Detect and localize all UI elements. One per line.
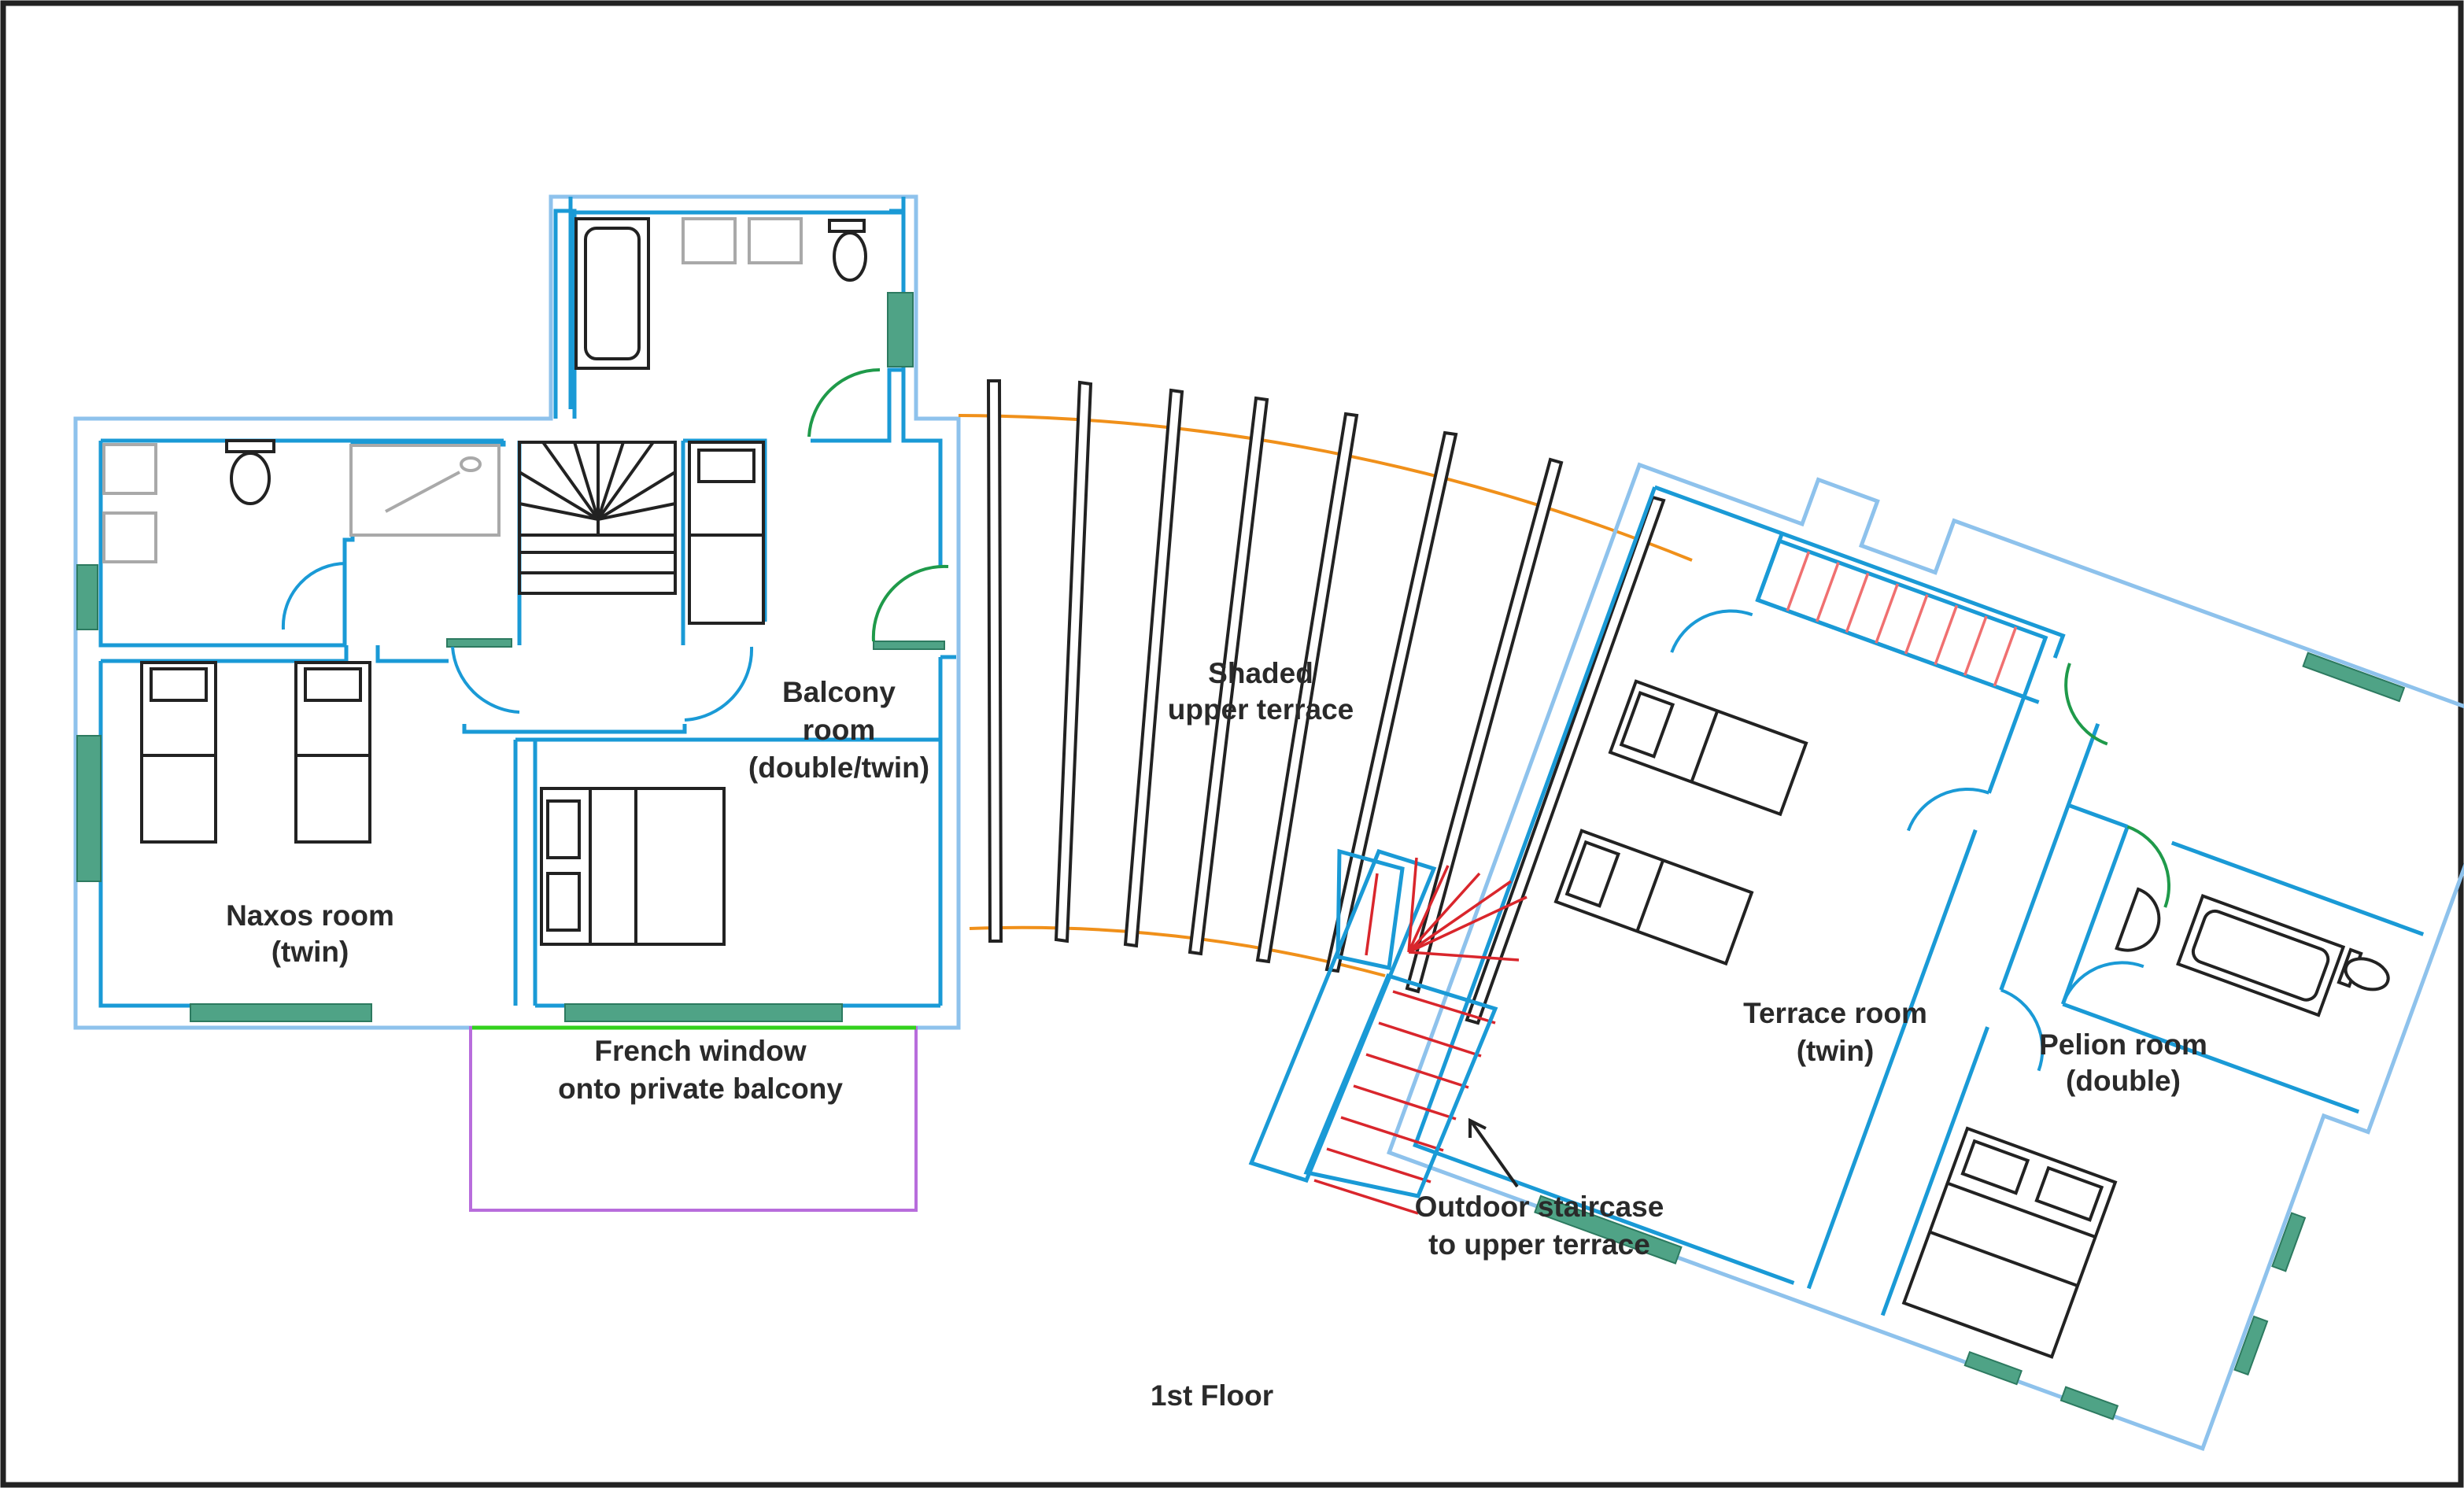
terrace-room-label-1: Terrace room — [1743, 997, 1927, 1029]
balcony-single-bed — [688, 441, 765, 625]
balcony-door-window — [873, 641, 945, 650]
balcony-double-bed — [540, 787, 726, 946]
left-building — [73, 194, 961, 1212]
french-window-label-1: French window — [594, 1035, 807, 1067]
hall-door — [1906, 787, 1990, 832]
top-bath-window — [887, 292, 914, 367]
naxos-bed-2 — [294, 661, 371, 844]
left-bath-sinks — [102, 443, 157, 563]
terrace-top-edge — [958, 414, 1693, 562]
shaded-terrace-label-2: upper terrace — [1168, 693, 1354, 726]
outdoor-staircase — [1248, 848, 1528, 1215]
terrace-room-door — [1670, 609, 1753, 653]
pelion-bath-sink — [2115, 887, 2161, 952]
balcony-room-label-1: Balcony — [782, 676, 896, 708]
pelion-door — [2000, 988, 2045, 1072]
landing-window — [446, 638, 512, 648]
pelion-bath-window — [2302, 652, 2406, 703]
top-bath-tub — [574, 217, 650, 370]
outdoor-staircase-arrow — [1468, 1117, 1519, 1188]
pelion-bath-toilet — [2337, 947, 2390, 991]
pelion-bottom-window-1 — [1963, 1350, 2023, 1386]
pelion-bottom-window-2 — [2059, 1386, 2119, 1420]
balcony-room-label-2: room — [803, 714, 876, 746]
balcony-inner-wall — [462, 655, 956, 1008]
top-bath-toilet — [828, 219, 867, 282]
top-bath-sinks — [682, 217, 803, 264]
pelion-bath-door-2 — [2061, 961, 2144, 1005]
bath-door — [281, 561, 347, 630]
naxos-room-label-2: (twin) — [272, 936, 349, 968]
landing-door-right — [684, 646, 754, 722]
pergola-beam-5 — [1255, 412, 1359, 964]
right-internal-staircase — [1755, 538, 2048, 700]
pelion-room-label-1: Pelion room — [2039, 1028, 2207, 1061]
pelion-room-label-2: (double) — [2066, 1065, 2181, 1097]
right-outer-wall — [1386, 462, 2464, 1452]
pergola-beam-1 — [986, 379, 1003, 943]
right-building — [1386, 462, 2464, 1452]
balcony-room-label-3: (double/twin) — [748, 751, 929, 784]
french-window-label-2: onto private balcony — [558, 1073, 843, 1105]
internal-staircase — [518, 441, 677, 595]
pelion-double-bed — [1901, 1126, 2118, 1359]
naxos-bed-1 — [140, 661, 217, 844]
pelion-bath-tub — [2176, 894, 2346, 1017]
naxos-room-label-1: Naxos room — [226, 899, 394, 932]
terrace-bed-2 — [1553, 829, 1754, 966]
bath-side-window — [76, 564, 98, 630]
terrace-bottom-edge — [969, 925, 1386, 977]
landing-door-left — [451, 646, 520, 714]
pelion-bath-door — [2126, 825, 2171, 908]
left-bath-shower — [349, 444, 501, 537]
pergola-beam-8 — [1465, 495, 1666, 1025]
pelion-side-window-1 — [2271, 1212, 2307, 1272]
pergola-beam-3 — [1123, 388, 1184, 948]
pergola-beam-2 — [1054, 380, 1093, 943]
left-outer-wall — [73, 194, 961, 1030]
outdoor-staircase-label-2: to upper terrace — [1428, 1228, 1650, 1261]
shaded-terrace-label-1: Shaded — [1208, 657, 1313, 689]
pelion-side-window-2 — [2233, 1315, 2269, 1376]
terrace-room-label-2: (twin) — [1797, 1035, 1875, 1067]
outdoor-staircase-label-1: Outdoor staircase — [1415, 1191, 1664, 1223]
terrace-bed-1 — [1608, 679, 1808, 817]
naxos-side-window — [76, 735, 102, 882]
pergola-beam-6 — [1324, 430, 1458, 973]
top-bathroom-wall — [568, 197, 906, 409]
pergola-beam-4 — [1188, 396, 1269, 956]
pergola-beam-7 — [1405, 457, 1564, 994]
hall-stair-door — [2064, 663, 2108, 746]
shaded-terrace — [958, 379, 1693, 1025]
balcony-terrace-door — [871, 564, 949, 642]
top-bath-door — [807, 367, 881, 438]
naxos-bottom-window — [190, 1003, 372, 1022]
left-bath-toilet — [225, 439, 275, 505]
balcony-bottom-window — [564, 1003, 843, 1022]
floor-label: 1st Floor — [1151, 1379, 1273, 1412]
terrace-room-window — [1534, 1194, 1683, 1265]
